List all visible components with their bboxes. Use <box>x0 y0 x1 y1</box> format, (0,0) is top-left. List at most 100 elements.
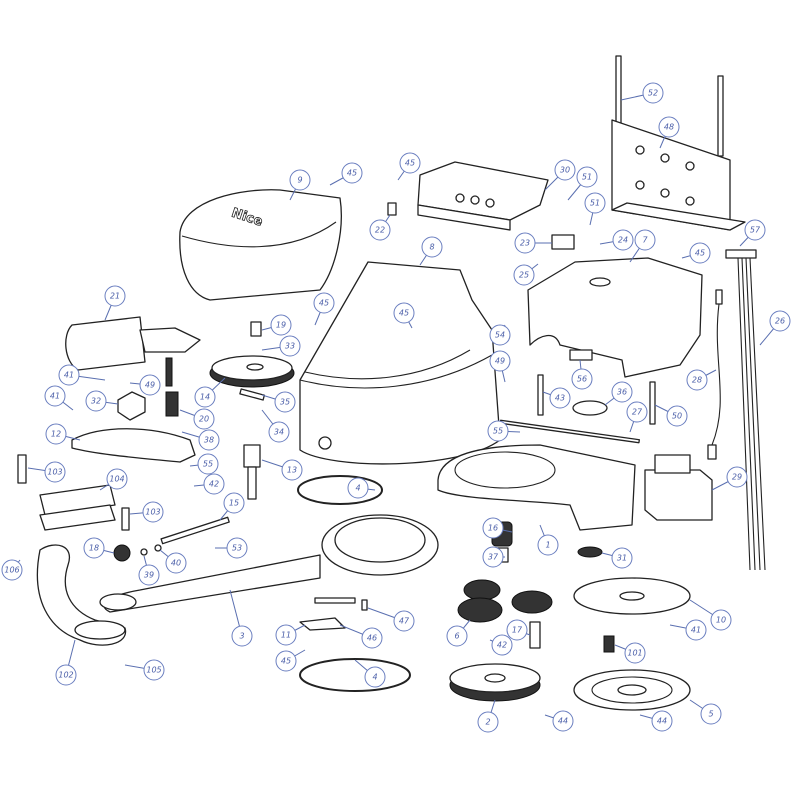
callout-number: 38 <box>204 436 214 445</box>
part-cables <box>707 249 766 571</box>
callout-number: 44 <box>657 717 667 726</box>
callout-circle <box>223 492 245 514</box>
callout-number: 17 <box>512 626 523 635</box>
callout-circle <box>624 642 646 664</box>
callout-33: 33 <box>261 335 301 357</box>
callout-circle <box>506 619 528 641</box>
part-main-housing <box>299 261 501 465</box>
callout-20: 20 <box>179 408 215 430</box>
part-discs <box>449 577 691 711</box>
callout-number: 57 <box>750 226 761 235</box>
callout-45: 45 <box>313 292 335 326</box>
callout-circle <box>138 564 160 586</box>
callout-number: 28 <box>692 376 702 385</box>
callout-21: 21 <box>104 285 126 321</box>
callout-circle <box>369 219 391 241</box>
callout-44: 44 <box>639 710 673 732</box>
callout-circle <box>275 650 297 672</box>
callout-41: 41 <box>669 619 707 641</box>
callout-18: 18 <box>83 537 115 559</box>
callout-number: 8 <box>429 243 434 252</box>
callout-circle <box>658 116 680 138</box>
callout-number: 46 <box>367 634 377 643</box>
callout-circle <box>537 534 559 556</box>
callout-103: 103 <box>27 461 66 483</box>
callout-25: 25 <box>513 263 539 286</box>
callout-circle <box>552 710 574 732</box>
callout-number: 51 <box>582 173 592 182</box>
part-pins <box>17 454 230 545</box>
callout-number: 2 <box>485 718 490 727</box>
callout-circle <box>58 364 80 386</box>
callout-circle <box>347 477 369 499</box>
callout-49: 49 <box>489 350 511 383</box>
callout-23: 23 <box>514 232 552 254</box>
callout-8: 8 <box>419 236 443 266</box>
callout-circle <box>611 381 633 403</box>
callout-number: 44 <box>558 717 568 726</box>
part-gear-set <box>457 521 553 649</box>
callout-number: 30 <box>560 166 570 175</box>
callout-42: 42 <box>489 634 513 656</box>
callout-number: 52 <box>648 89 658 98</box>
part-gear-large <box>165 321 295 417</box>
callout-45: 45 <box>393 302 415 329</box>
callout-number: 103 <box>145 508 160 517</box>
callout-circle <box>576 166 598 188</box>
callout-27: 27 <box>626 401 648 433</box>
callout-circle <box>106 468 128 490</box>
callout-number: 29 <box>732 473 742 482</box>
callout-number: 47 <box>399 617 410 626</box>
callout-45: 45 <box>397 152 421 181</box>
callout-circle <box>270 314 292 336</box>
callout-number: 53 <box>232 544 242 553</box>
callout-11: 11 <box>275 624 306 646</box>
callout-number: 1 <box>545 541 550 550</box>
callout-number: 45 <box>281 657 291 666</box>
callout-number: 43 <box>555 394 565 403</box>
callout-number: 12 <box>51 430 61 439</box>
callout-47: 47 <box>367 607 415 632</box>
part-o-ring-upper <box>297 475 383 505</box>
callout-number: 32 <box>91 397 101 406</box>
callout-circle <box>44 385 66 407</box>
callout-32: 32 <box>85 390 119 412</box>
callout-number: 16 <box>488 524 498 533</box>
callout-circle <box>393 302 415 324</box>
callout-circle <box>165 552 187 574</box>
callout-number: 3 <box>239 632 244 641</box>
callout-number: 45 <box>347 169 357 178</box>
callout-13: 13 <box>261 459 303 481</box>
part-small-hardware <box>113 202 656 631</box>
callout-number: 4 <box>355 484 360 493</box>
callout-circle <box>268 421 290 443</box>
callout-circle <box>313 292 335 314</box>
callout-number: 45 <box>319 299 329 308</box>
callout-circle <box>399 152 421 174</box>
callout-circle <box>143 659 165 681</box>
callout-number: 22 <box>375 226 385 235</box>
part-arm-lever <box>36 544 127 646</box>
callout-45: 45 <box>681 242 711 264</box>
callout-number: 41 <box>691 626 701 635</box>
callout-24: 24 <box>599 229 634 251</box>
callout-22: 22 <box>369 214 391 241</box>
callout-circle <box>487 420 509 442</box>
callout-circle <box>700 703 722 725</box>
callout-50: 50 <box>654 404 688 427</box>
callout-circle <box>446 625 468 647</box>
callout-19: 19 <box>261 314 292 336</box>
callout-number: 10 <box>716 616 726 625</box>
callout-101: 101 <box>614 642 646 664</box>
part-motor <box>65 316 201 421</box>
callout-number: 27 <box>632 408 643 417</box>
callout-number: 49 <box>145 381 155 390</box>
part-shaft <box>243 444 261 500</box>
callout-circle <box>274 391 296 413</box>
callout-17: 17 <box>506 619 531 641</box>
callout-44: 44 <box>544 710 574 732</box>
part-base <box>437 444 636 531</box>
callout-circle <box>44 461 66 483</box>
callout-number: 24 <box>618 236 628 245</box>
callout-number: 21 <box>110 292 120 301</box>
